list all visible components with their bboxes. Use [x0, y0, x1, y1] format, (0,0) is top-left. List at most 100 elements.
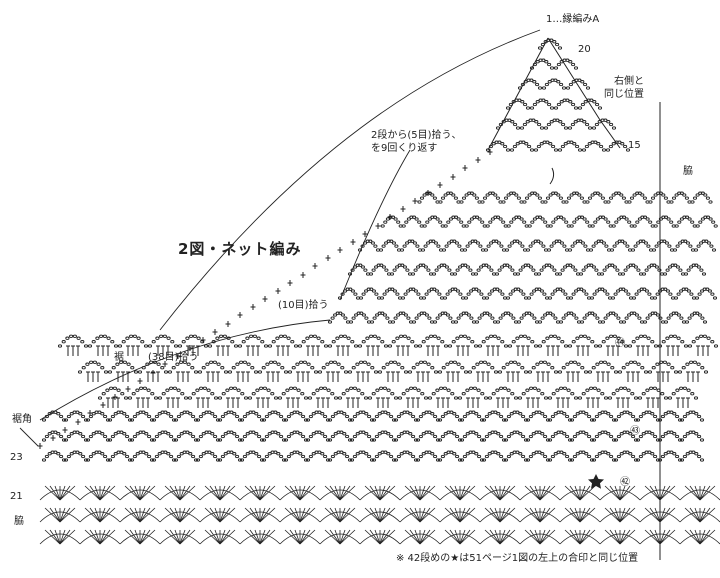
net-loop [593, 220, 598, 224]
fan-stitch [499, 485, 516, 501]
fan-stitch [494, 507, 501, 523]
net-loop [423, 265, 428, 269]
shell-loop [400, 366, 405, 370]
net-loop-lower [672, 412, 677, 416]
shell-loop [620, 340, 625, 344]
net-loop-lower [371, 438, 377, 442]
shell-loop [405, 388, 410, 392]
shell-loop [186, 362, 191, 366]
shell-loop [142, 386, 147, 390]
net-loop [390, 320, 396, 324]
net-loop-lower [154, 454, 159, 459]
net-loop-lower [663, 432, 668, 436]
fan-stitch [499, 507, 511, 523]
shell-loop [471, 366, 476, 370]
net-loop [451, 193, 456, 197]
fan-stitch [174, 485, 181, 501]
net-loop-lower [323, 434, 328, 439]
shell-loop [492, 334, 497, 338]
shell-loop [112, 386, 117, 390]
net-loop [700, 289, 705, 293]
net-loop [423, 244, 428, 248]
yoke-right-edge [547, 37, 621, 149]
net-loop-lower [506, 414, 511, 419]
net-loop-lower [305, 418, 311, 422]
shell-loop [309, 334, 314, 338]
shell-loop [303, 396, 309, 400]
net-loop-lower [298, 452, 303, 456]
net-loop-lower [369, 418, 375, 422]
row-marker-43: ㊸ [630, 426, 640, 437]
net-loop-lower [125, 414, 130, 419]
net-loop [614, 191, 619, 195]
fan-stitch [179, 485, 186, 501]
fan-stitch [219, 529, 236, 545]
net-loop [542, 292, 547, 296]
net-loop [455, 268, 460, 272]
fan-stitch [134, 529, 141, 545]
fan-stitch [419, 485, 426, 501]
shell-loop [161, 392, 166, 396]
net-loop-lower [105, 438, 111, 442]
fan-stitch [699, 529, 716, 545]
shell-loop [689, 360, 694, 364]
net-loop [530, 220, 535, 224]
net-loop-lower [320, 412, 325, 416]
shell-loop [356, 388, 361, 392]
shell-loop [483, 396, 489, 400]
shell-loop [513, 396, 519, 400]
net-loop-lower [421, 452, 426, 456]
top-net-loop [523, 102, 528, 107]
net-loop-lower [59, 434, 64, 439]
fan-stitch [219, 507, 236, 523]
net-loop-lower [210, 452, 215, 456]
net-loop [619, 215, 624, 219]
fan-stitch [534, 529, 541, 545]
shell-loop [495, 388, 500, 392]
net-loop [520, 244, 525, 248]
net-loop [553, 316, 558, 320]
net-loop [587, 196, 593, 200]
net-loop [684, 215, 690, 219]
net-loop-lower [391, 438, 397, 442]
top-net-loop [541, 86, 547, 90]
shell-loop [532, 386, 537, 390]
fan-stitch [419, 507, 431, 523]
shell-loop [153, 396, 159, 400]
shell-loop [217, 396, 223, 400]
net-loop [361, 313, 366, 317]
net-loop [526, 296, 532, 300]
top-net-loop [541, 58, 546, 62]
net-loop-lower [66, 414, 71, 419]
net-loop-lower [283, 418, 289, 422]
net-loop [471, 287, 476, 291]
net-loop [663, 196, 668, 200]
shell-loop [361, 340, 366, 344]
net-loop [447, 241, 452, 245]
shell-loop [650, 340, 655, 344]
shell-loop [431, 392, 436, 396]
shell-loop [257, 370, 263, 374]
shell-loop [441, 366, 446, 370]
net-loop-lower [342, 432, 347, 436]
net-loop-lower [487, 412, 492, 416]
net-loop-lower [584, 452, 589, 456]
net-loop [679, 191, 684, 195]
fan-stitch [179, 485, 196, 501]
fan-arc [399, 533, 441, 545]
shell-loop [690, 392, 695, 396]
net-loop [552, 241, 557, 245]
net-loop-lower [107, 438, 113, 442]
net-loop-lower [559, 430, 564, 434]
net-loop [560, 268, 565, 272]
fan-stitch [89, 485, 101, 501]
shell-loop [601, 340, 606, 344]
fan-stitch [294, 485, 301, 501]
net-loop [416, 292, 421, 296]
net-loop [365, 239, 370, 243]
net-loop [631, 296, 637, 300]
net-loop [529, 313, 534, 317]
fan-stitch [169, 485, 181, 501]
net-loop [402, 265, 407, 269]
fan-stitch [539, 507, 546, 523]
